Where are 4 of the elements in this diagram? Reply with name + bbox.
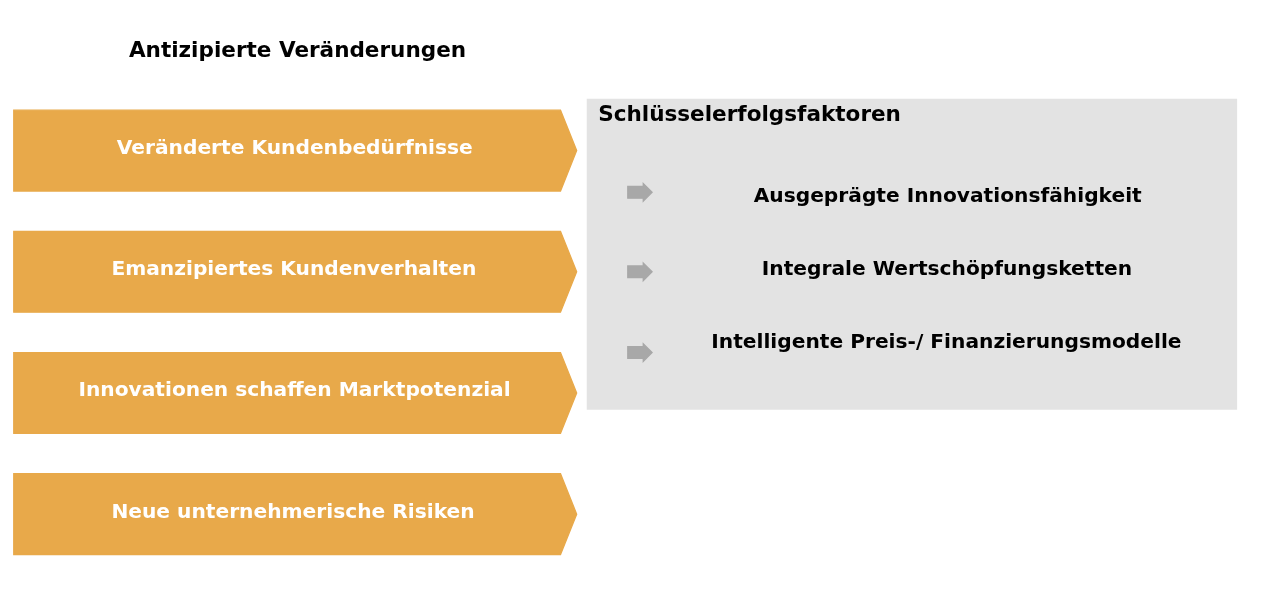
node-text: Intelligente Preis-/ Finanzierungsmodelle [711, 328, 1182, 353]
label: Antizipierte Veränderungen [128, 36, 467, 62]
node-text: Ausgeprägte Innovationsfähigkeit [753, 182, 1142, 207]
node-text: Integrale Wertschöpfungsketten [761, 255, 1133, 280]
